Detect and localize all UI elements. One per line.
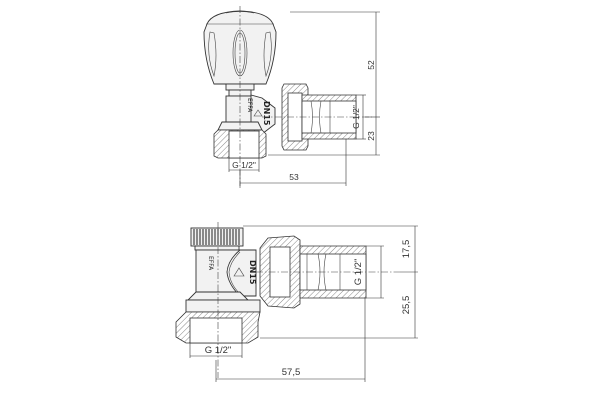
dim-height-upper: 52 — [366, 60, 376, 70]
dim-outlet-thread: G 1/2" — [351, 105, 361, 129]
dim-inlet-thread: G 1/2" — [232, 160, 256, 170]
dn15-marking: DN15 — [262, 101, 271, 126]
dim-inlet-thread-bottom: G 1/2" — [205, 345, 232, 356]
valve-body: DN15 EFFA — [213, 89, 276, 159]
top-view-valve: DN15 EFFA 52 23 — [203, 6, 380, 190]
dim-height-upper-bottom: 17,5 — [401, 240, 412, 259]
svg-text:EFFA: EFFA — [246, 98, 253, 113]
dim-length: 53 — [289, 172, 299, 182]
dn15-marking-bottom: DN15 — [248, 260, 257, 285]
dim-length-bottom: 57,5 — [282, 367, 301, 378]
svg-text:EFFA: EFFA — [207, 256, 214, 271]
top-view-dimensions: 52 23 G 1/2" G 1/2" 53 — [228, 11, 380, 186]
bottom-view-valve: DN15 EFFA — [175, 222, 418, 382]
dim-height-lower: 23 — [366, 131, 376, 141]
dim-outlet-thread-bottom: G 1/2" — [353, 259, 364, 286]
bottom-view-dimensions: 17,5 25,5 G 1/2" G 1/2" 57,5 — [189, 225, 418, 382]
knurled-cap — [190, 227, 244, 251]
dim-height-lower-bottom: 25,5 — [401, 296, 412, 315]
